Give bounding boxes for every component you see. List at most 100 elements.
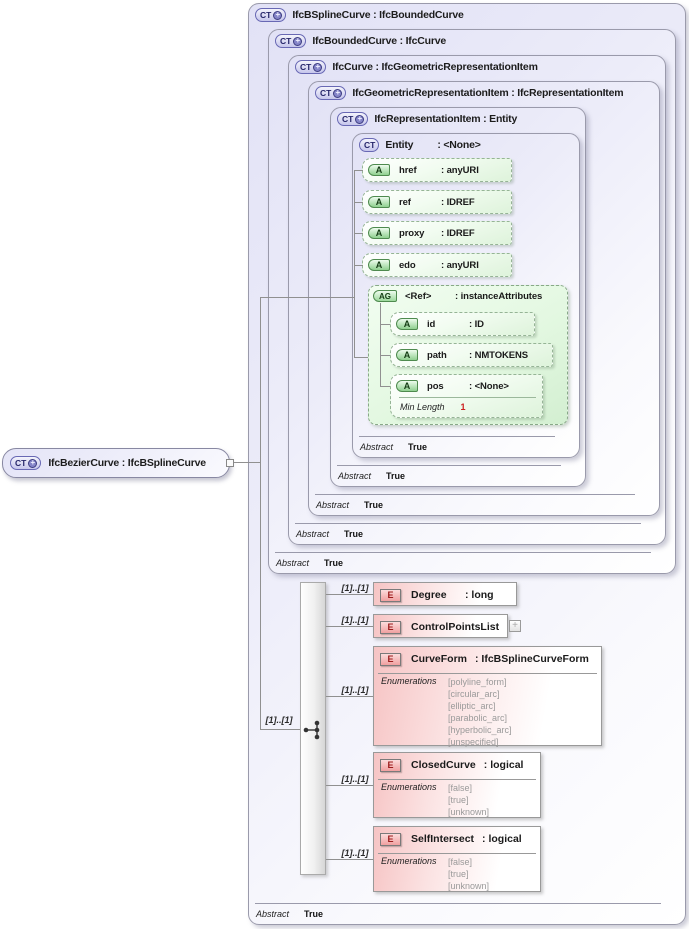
- type-box-ifcbeziercurve[interactable]: CT+ IfcBezierCurve : IfcBSplineCurve: [2, 448, 230, 478]
- complextype-icon: CT+: [275, 34, 307, 48]
- attribute-pos[interactable]: A pos : <None> Min Length 1: [390, 374, 543, 418]
- abstract-footer: Abstract True: [338, 471, 406, 481]
- cardinality-label: [1]..[1]: [341, 774, 369, 784]
- connector-stub: [226, 459, 234, 467]
- enumerations-label: Enumerations: [381, 676, 437, 686]
- attribute-id[interactable]: A id : ID: [390, 312, 535, 336]
- connector-line: [234, 462, 260, 463]
- divider: [378, 779, 536, 780]
- connector-line: [326, 785, 373, 786]
- complextype-icon: CT+: [255, 8, 287, 22]
- type-title: IfcBoundedCurve : IfcCurve: [312, 35, 446, 47]
- element-icon: E: [380, 832, 401, 846]
- element-type: : logical: [482, 833, 522, 845]
- enumeration-values: [polyline_form] [circular_arc] [elliptic…: [448, 677, 512, 747]
- attribute-edo[interactable]: A edo : anyURI: [362, 253, 512, 277]
- divider: [315, 494, 635, 495]
- enumerations-section: Enumerations [false] [true] [unknown]: [381, 782, 489, 818]
- divider: [295, 523, 641, 524]
- attribute-icon: A: [396, 380, 418, 392]
- connector-line: [354, 233, 363, 234]
- attribute-group-name: <Ref>: [405, 290, 432, 302]
- divider: [255, 903, 661, 904]
- element-controlpointslist[interactable]: E ControlPointsList: [373, 614, 508, 638]
- divider: [378, 673, 597, 674]
- attribute-type: : anyURI: [441, 259, 479, 271]
- element-closedcurve[interactable]: E ClosedCurve : logical Enumerations [fa…: [373, 752, 541, 818]
- connector-line: [380, 386, 390, 387]
- element-name: ControlPointsList: [411, 621, 500, 633]
- derived-plus-icon: +: [28, 458, 38, 468]
- attribute-icon: A: [368, 164, 390, 176]
- cardinality-label: [1]..[1]: [341, 615, 369, 625]
- sequence-icon: [303, 720, 320, 740]
- element-selfintersect[interactable]: E SelfIntersect : logical Enumerations […: [373, 826, 541, 892]
- attribute-ref[interactable]: A ref : IDREF: [362, 190, 512, 214]
- attribute-name: path: [427, 349, 447, 361]
- element-degree[interactable]: E Degree : long: [373, 582, 517, 606]
- attribute-group-header: AG <Ref> : instanceAttributes: [373, 290, 542, 302]
- attribute-name: id: [427, 318, 436, 330]
- type-base: : <None>: [437, 139, 481, 151]
- cardinality-label: [1]..[1]: [341, 685, 369, 695]
- expand-button[interactable]: +: [509, 620, 521, 632]
- attribute-name: ref: [399, 196, 411, 208]
- cardinality-label: [1]..[1]: [341, 848, 369, 858]
- attribute-path[interactable]: A path : NMTOKENS: [390, 343, 553, 367]
- divider: [378, 853, 536, 854]
- connector-line: [354, 170, 363, 171]
- element-name: SelfIntersect: [411, 833, 475, 845]
- attribute-name: pos: [427, 380, 444, 392]
- attribute-icon: A: [368, 196, 390, 208]
- attribute-type: : anyURI: [441, 164, 479, 176]
- divider: [337, 465, 561, 466]
- type-title: IfcCurve : IfcGeometricRepresentationIte…: [332, 61, 538, 73]
- connector-line: [354, 357, 368, 358]
- attribute-group-icon: AG: [373, 290, 397, 302]
- element-icon: E: [380, 758, 401, 772]
- complextype-icon: CT+: [337, 112, 369, 126]
- divider: [275, 552, 651, 553]
- enumerations-label: Enumerations: [381, 856, 437, 866]
- cardinality-label: [1]..[1]: [265, 715, 293, 725]
- facet-min-length: Min Length 1: [400, 402, 466, 412]
- element-icon: E: [380, 588, 401, 602]
- type-title: IfcRepresentationItem : Entity: [374, 113, 518, 125]
- abstract-footer: Abstract True: [360, 442, 428, 452]
- connector-line: [260, 297, 354, 298]
- element-curveform[interactable]: E CurveForm : IfcBSplineCurveForm Enumer…: [373, 646, 602, 748]
- element-type: : logical: [483, 759, 524, 771]
- connector-line: [380, 355, 390, 356]
- connector-line: [326, 859, 373, 860]
- enumeration-values: [false] [true] [unknown]: [448, 783, 490, 817]
- attribute-href[interactable]: A href : anyURI: [362, 158, 512, 182]
- attribute-type: : <None>: [469, 380, 509, 392]
- connector-line: [326, 594, 373, 595]
- complextype-icon: CT: [359, 138, 380, 152]
- attribute-type: : IDREF: [441, 196, 475, 208]
- attribute-icon: A: [368, 259, 390, 271]
- enumerations-label: Enumerations: [381, 782, 437, 792]
- attribute-proxy[interactable]: A proxy : IDREF: [362, 221, 512, 245]
- type-title: IfcGeometricRepresentationItem : IfcRepr…: [352, 87, 624, 99]
- attribute-name: proxy: [399, 227, 425, 239]
- attribute-type: : NMTOKENS: [469, 349, 528, 361]
- connector-line: [326, 696, 373, 697]
- enumerations-section: Enumerations [polyline_form] [circular_a…: [381, 676, 512, 748]
- element-name: CurveForm: [411, 653, 468, 665]
- enumeration-values: [false] [true] [unknown]: [448, 857, 490, 891]
- abstract-footer: Abstract True: [256, 909, 324, 919]
- complextype-icon: CT+: [10, 456, 42, 470]
- abstract-footer: Abstract True: [296, 529, 364, 539]
- attribute-type: : IDREF: [441, 227, 475, 239]
- derived-plus-icon: +: [273, 10, 283, 20]
- abstract-footer: Abstract True: [316, 500, 384, 510]
- complextype-icon: CT+: [315, 86, 347, 100]
- abstract-footer: Abstract True: [276, 558, 344, 568]
- connector-line: [326, 626, 373, 627]
- type-title: IfcBSplineCurve : IfcBoundedCurve: [292, 9, 464, 21]
- derived-plus-icon: +: [333, 88, 343, 98]
- element-type: : long: [465, 589, 494, 601]
- cardinality-label: [1]..[1]: [341, 583, 369, 593]
- connector-line: [354, 265, 363, 266]
